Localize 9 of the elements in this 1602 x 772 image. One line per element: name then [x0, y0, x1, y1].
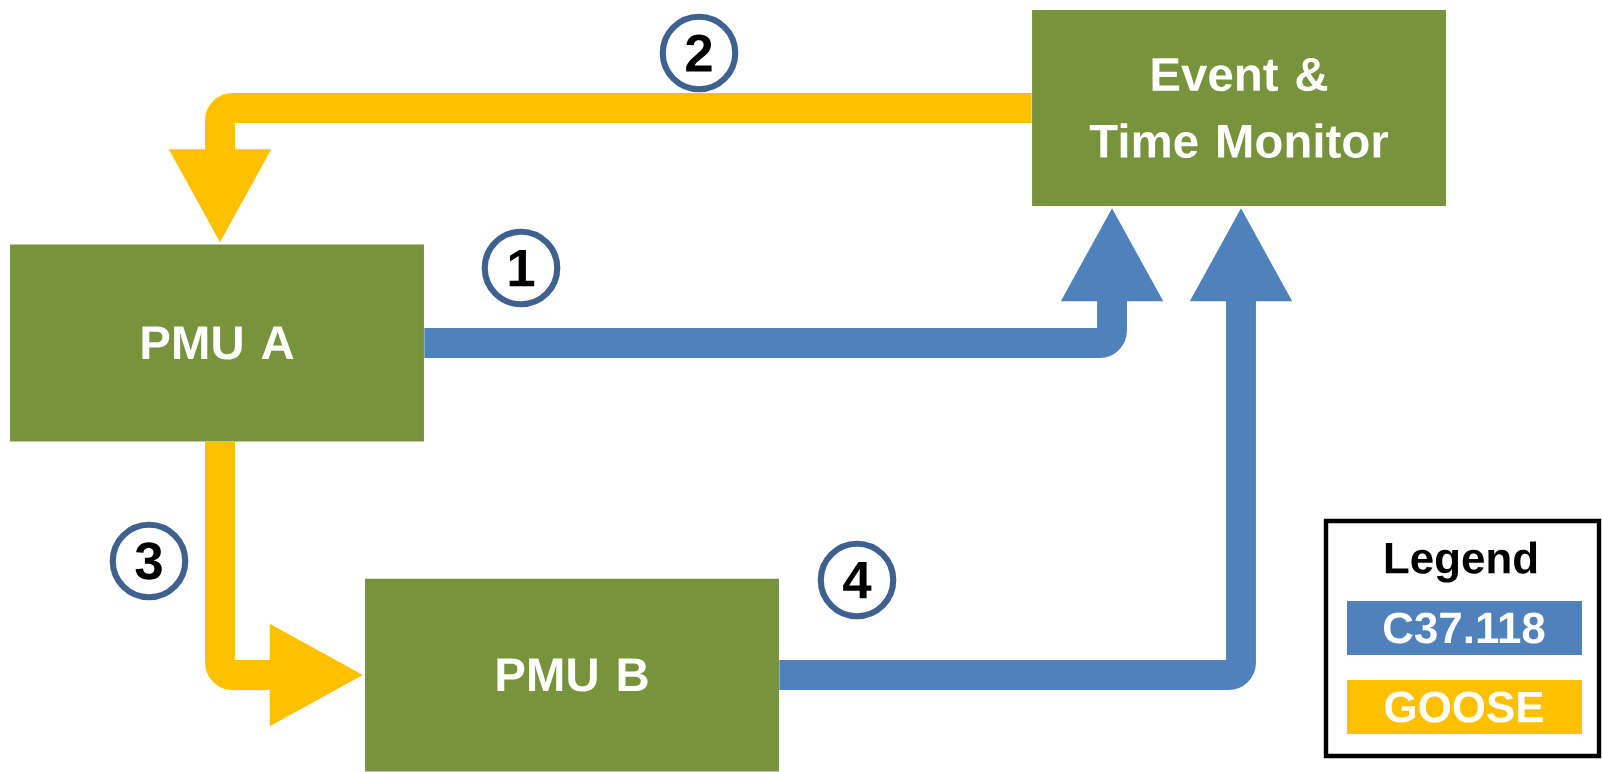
edge-label: 4 — [817, 540, 897, 620]
legend-text: C37.118 — [1384, 612, 1545, 644]
process-box: PMU B — [365, 578, 779, 772]
process-box: PMU A — [10, 244, 424, 442]
edge-label: 3 — [109, 521, 189, 601]
legend-text: GOOSE — [1385, 691, 1543, 723]
edge-label: 1 — [481, 228, 561, 308]
process-box: Event & Time Monitor — [1032, 10, 1446, 206]
edge-label: 2 — [659, 13, 739, 93]
